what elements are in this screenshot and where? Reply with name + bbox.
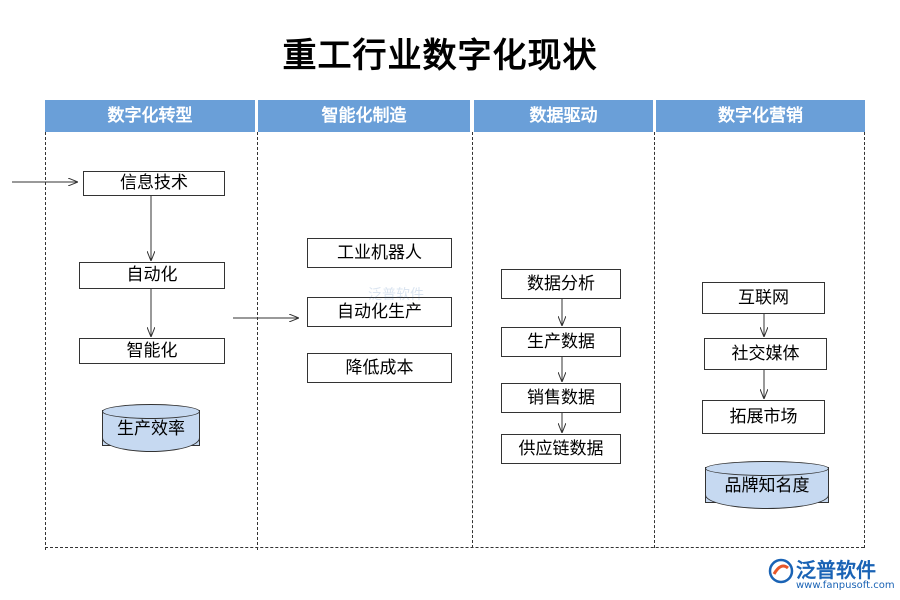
box-information-technology: 信息技术	[83, 171, 225, 196]
cylinder-production-efficiency: 生产效率	[102, 404, 200, 452]
cylinder-label: 品牌知名度	[724, 476, 810, 496]
box-supply-chain-data: 供应链数据	[501, 434, 621, 464]
lane-bottom-border	[45, 547, 864, 548]
lane-divider	[472, 132, 473, 548]
page-title: 重工行业数字化现状	[282, 36, 598, 76]
box-automation: 自动化	[79, 262, 225, 289]
box-social-media: 社交媒体	[704, 338, 827, 370]
lane-header-digital-marketing: 数字化营销	[656, 100, 865, 132]
lane-divider	[45, 132, 46, 550]
brand-url: www.fanpusoft.com	[796, 580, 895, 591]
lane-header-digital-transformation: 数字化转型	[45, 100, 255, 132]
cylinder-label: 生产效率	[117, 419, 185, 439]
brand-name: 泛普软件	[796, 558, 876, 582]
box-intelligence: 智能化	[79, 338, 225, 364]
lane-divider	[654, 132, 655, 548]
box-internet: 互联网	[702, 282, 825, 314]
box-reduce-cost: 降低成本	[307, 353, 452, 383]
box-expand-market: 拓展市场	[702, 400, 825, 434]
lane-divider	[257, 132, 258, 550]
cylinder-brand-awareness: 品牌知名度	[705, 461, 829, 509]
box-sales-data: 销售数据	[501, 383, 621, 413]
lane-header-data-driven: 数据驱动	[474, 100, 653, 132]
box-industrial-robot: 工业机器人	[307, 238, 452, 268]
lane-divider	[864, 132, 865, 548]
brand-logo: 泛普软件 www.fanpusoft.com	[768, 556, 895, 596]
box-data-analysis: 数据分析	[501, 269, 621, 299]
brand-mark-icon	[768, 558, 794, 584]
lane-header-intelligent-manufacturing: 智能化制造	[258, 100, 470, 132]
box-automated-production: 自动化生产	[307, 297, 452, 327]
watermark-center: 泛普软件	[368, 287, 424, 303]
box-production-data: 生产数据	[501, 327, 621, 357]
